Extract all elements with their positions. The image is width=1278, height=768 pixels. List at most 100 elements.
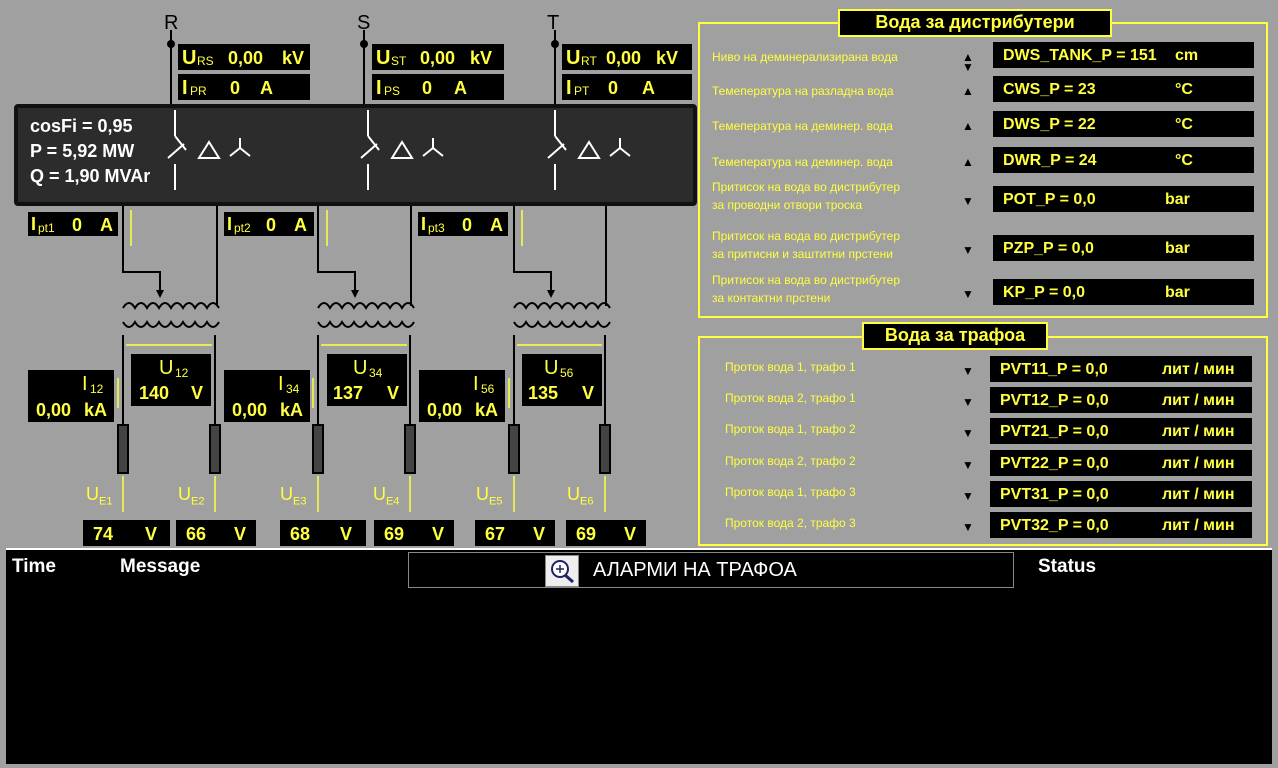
water-trafo-tag: PVT12_P = 0,0 — [1000, 392, 1109, 409]
i12-sub: 12 — [90, 382, 104, 396]
i34-symbol: I — [278, 373, 284, 395]
ipt1-sub: pt1 — [38, 221, 55, 235]
ipt1-display: I pt1 0 A — [28, 212, 118, 236]
i56-sub: 56 — [481, 382, 495, 396]
ipt1-symbol: I — [31, 214, 37, 234]
ue5-unit: V — [533, 524, 546, 544]
u-rs-sub: RS — [197, 54, 214, 68]
u-st-value: 0,00 — [420, 48, 456, 68]
u-st-unit: kV — [470, 48, 493, 68]
ue1-display: 74 V — [83, 520, 170, 546]
ue5-display: 67 V — [475, 520, 555, 546]
water-dist-unit: °C — [1175, 116, 1193, 133]
water-dist-label: Притисок на вода во дистрибутер — [712, 229, 901, 243]
u12-sub: 12 — [175, 366, 189, 380]
up-arrow-icon: ▲ — [962, 84, 974, 98]
ue1-label: UE1 — [86, 484, 113, 508]
ipt3-symbol: I — [421, 214, 427, 234]
u34-value: 137 — [333, 383, 364, 403]
down-arrow-icon: ▼ — [962, 364, 974, 378]
single-line-diagram — [117, 30, 611, 512]
i-pr-value: 0 — [230, 78, 241, 98]
ipt2-display: I pt2 0 A — [224, 212, 314, 236]
u-rt-display: U RT 0,00 kV — [562, 44, 692, 70]
water-dist-label: Притисок на вода во дистрибутер — [712, 273, 901, 287]
alarm-col-message[interactable]: Message — [120, 556, 201, 577]
down-arrow-icon: ▼ — [962, 287, 974, 301]
water-dist-value: DWS_P = 22°C — [993, 111, 1254, 137]
down-arrow-icon: ▼ — [962, 194, 974, 208]
water-dist-value: DWR_P = 24°C — [993, 147, 1254, 173]
u34-unit: V — [387, 383, 400, 403]
i-pr-display: I PR 0 A — [178, 74, 310, 100]
zoom-button[interactable] — [545, 555, 579, 587]
i12-symbol: I — [82, 373, 88, 395]
water-trafo-unit: лит / мин — [1162, 517, 1235, 534]
water-trafo-tag: PVT21_P = 0,0 — [1000, 423, 1109, 440]
ue4-unit: V — [432, 524, 445, 544]
water-dist-label: Темепература на разладна вода — [712, 84, 894, 98]
alarm-list[interactable] — [6, 588, 1272, 764]
alarm-col-status[interactable]: Status — [1038, 556, 1097, 577]
water-dist-label: Темепература на деминер. вода — [712, 119, 893, 133]
i34-unit: kA — [280, 400, 304, 420]
down-arrow-icon: ▼ — [962, 489, 974, 503]
ipt3-display: I pt3 0 A — [418, 212, 508, 236]
ipt2-unit: A — [294, 215, 307, 235]
i12-display: I 12 0,00 kA — [28, 370, 114, 422]
ipt2-sub: pt2 — [234, 221, 251, 235]
breaker-panel: cosFi = 0,95 P = 5,92 MW Q = 1,90 MVAr — [14, 104, 697, 206]
down-arrow-icon: ▼ — [962, 395, 974, 409]
magnifier-icon — [551, 560, 574, 584]
alarm-col-time[interactable]: Time — [12, 556, 57, 577]
u-st-display: U ST 0,00 kV — [372, 44, 504, 70]
alarm-title-bar: АЛАРМИ НА ТРАФОА — [408, 552, 1014, 588]
water-trafo-unit: лит / мин — [1162, 455, 1235, 472]
ue6-unit: V — [624, 524, 637, 544]
u56-sub: 56 — [560, 366, 574, 380]
i56-value: 0,00 — [427, 400, 463, 420]
water-trafo-unit: лит / мин — [1162, 361, 1235, 378]
i-pt-sub: PT — [574, 84, 590, 98]
ue3-unit: V — [340, 524, 353, 544]
alarm-panel: Time Message АЛАРМИ НА ТРАФОА Status — [6, 548, 1272, 764]
ue4-label: UE4 — [373, 484, 400, 508]
ue1-value: 74 — [93, 524, 114, 544]
u12-value: 140 — [139, 383, 170, 403]
i56-unit: kA — [475, 400, 499, 420]
ue6-value: 69 — [576, 524, 597, 544]
i-pr-sub: PR — [190, 84, 207, 98]
u56-value: 135 — [528, 383, 559, 403]
water-dist-label: Ниво на деминерализирана вода — [712, 50, 898, 64]
water-dist-label: Притисок на вода во дистрибутер — [712, 180, 901, 194]
ue2-unit: V — [234, 524, 247, 544]
water-dist-unit: °C — [1175, 81, 1193, 98]
i-pt-display: I PT 0 A — [562, 74, 692, 100]
u34-sub: 34 — [369, 366, 383, 380]
u-rs-display: U RS 0,00 kV — [178, 44, 310, 70]
water-dist-label-line2: за проводни отвори троска — [712, 198, 863, 212]
u56-symbol: U — [544, 357, 559, 379]
u56-unit: V — [582, 383, 595, 403]
u-rs-value: 0,00 — [228, 48, 264, 68]
ipt3-sub: pt3 — [428, 221, 445, 235]
ue4-display: 69 V — [374, 520, 454, 546]
down-arrow-icon: ▼ — [962, 243, 974, 257]
u12-symbol: U — [159, 357, 174, 379]
up-arrow-icon: ▲ — [962, 119, 974, 133]
water-trafo-unit: лит / мин — [1162, 392, 1235, 409]
i34-sub: 34 — [286, 382, 300, 396]
u34-display: U 34 137 V — [327, 354, 407, 406]
ue6-display: 69 V — [566, 520, 646, 546]
phase-label-t: T — [547, 12, 560, 34]
u-rt-sub: RT — [581, 54, 597, 68]
water-dist-tag: DWS_TANK_P = 151 — [1003, 47, 1157, 64]
down-arrow-icon: ▼ — [962, 458, 974, 472]
ue5-label: UE5 — [476, 484, 503, 508]
water-dist-unit: bar — [1165, 191, 1190, 208]
water-trafo-label: Проток вода 1, трафо 2 — [725, 422, 856, 436]
ipt2-symbol: I — [227, 214, 233, 234]
